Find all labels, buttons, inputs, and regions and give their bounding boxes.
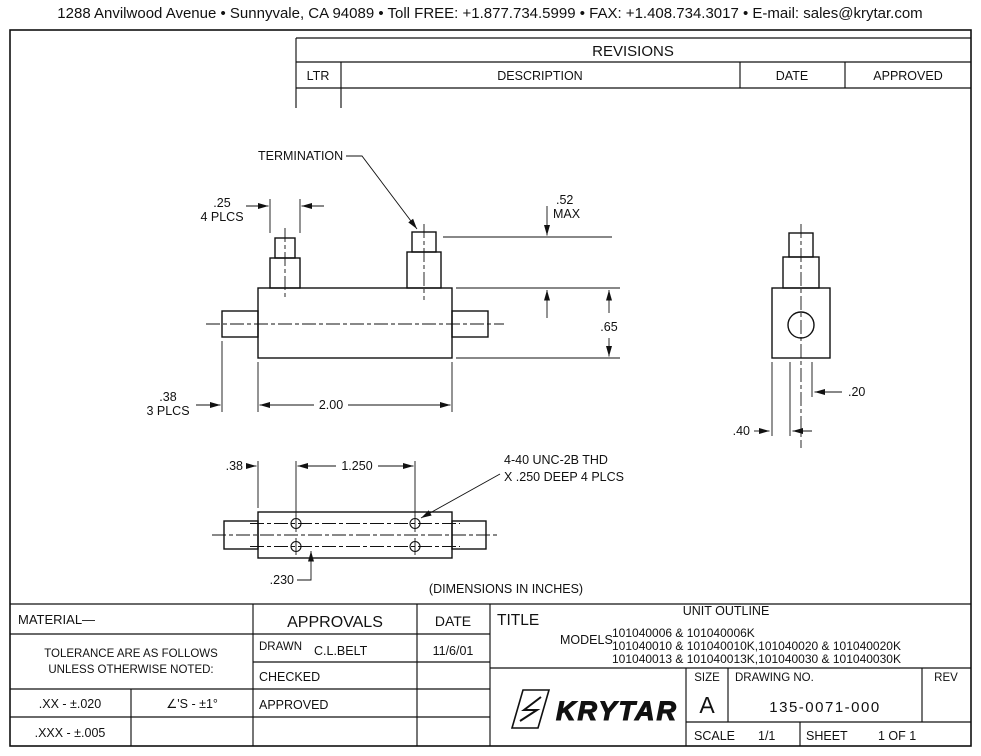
- units-note: (DIMENSIONS IN INCHES): [429, 582, 583, 596]
- sheet-value: 1 OF 1: [878, 729, 916, 743]
- drawing-no-label: DRAWING NO.: [735, 672, 814, 684]
- tolerance-note-line2: UNLESS OTHERWISE NOTED:: [48, 664, 213, 676]
- models-line1: 101040006 & 101040006K: [612, 626, 755, 640]
- dim-side-left: .40: [733, 424, 750, 438]
- rev-label: REV: [934, 672, 958, 684]
- revisions-col-ltr: LTR: [307, 69, 330, 83]
- material-label: MATERIAL—: [18, 612, 95, 627]
- size-label: SIZE: [694, 672, 720, 684]
- tolerance-xxx: .XXX - ±.005: [35, 726, 106, 740]
- unit-outline-title: UNIT OUTLINE: [683, 604, 770, 618]
- checked-label: CHECKED: [259, 670, 320, 684]
- tolerance-note-line1: TOLERANCE ARE AS FOLLOWS: [44, 648, 218, 660]
- krytar-logo-arrow-icon: [519, 696, 542, 722]
- scale-value: 1/1: [758, 729, 775, 743]
- dim-stub-length-note: 3 PLCS: [146, 404, 189, 418]
- dim-connector-width: .25: [213, 196, 230, 210]
- dim-hole-spacing: 1.250: [341, 459, 372, 473]
- dim-body-height: .65: [600, 320, 617, 334]
- revisions-col-date: DATE: [776, 69, 808, 83]
- scale-label: SCALE: [694, 729, 735, 743]
- revisions-table: REVISIONS LTR DESCRIPTION DATE APPROVED: [295, 37, 971, 108]
- revisions-col-description: DESCRIPTION: [497, 69, 582, 83]
- date-header: DATE: [435, 613, 471, 629]
- side-view: .20 .40: [733, 224, 865, 448]
- tolerance-xx: .XX - ±.020: [39, 697, 101, 711]
- termination-label: TERMINATION: [258, 149, 343, 163]
- title-label: TITLE: [497, 612, 539, 629]
- tolerance-angle: ∠'S - ±1°: [166, 697, 218, 711]
- front-view: .25 4 PLCS TERMINATION .52 MAX .65 2.00 …: [146, 149, 620, 418]
- krytar-logo: KRYTAR: [510, 689, 678, 729]
- dim-body-length: 2.00: [319, 398, 343, 412]
- dim-termination-height-note: MAX: [553, 207, 581, 221]
- letterhead-address: 1288 Anvilwood Avenue • Sunnyvale, CA 94…: [57, 5, 922, 22]
- drawn-label: DRAWN: [259, 641, 302, 653]
- revisions-title: REVISIONS: [592, 43, 674, 60]
- brand-name: KRYTAR: [556, 696, 678, 726]
- revisions-col-approved: APPROVED: [873, 69, 942, 83]
- sheet-label: SHEET: [806, 729, 848, 743]
- models-line2: 101040010 & 101040010K,101040020 & 10104…: [612, 639, 901, 653]
- title-block: MATERIAL— TOLERANCE ARE AS FOLLOWS UNLES…: [10, 603, 971, 746]
- models-line3: 101040013 & 101040013K,101040030 & 10104…: [612, 652, 901, 666]
- dim-stub-length: .38: [159, 390, 176, 404]
- thread-callout-line2: X .250 DEEP 4 PLCS: [504, 470, 624, 484]
- bottom-view: .38 1.250 4-40 UNC-2B THD X .250 DEEP 4 …: [212, 453, 624, 596]
- thread-callout-line1: 4-40 UNC-2B THD: [504, 453, 608, 467]
- krytar-logo-icon: [510, 689, 551, 729]
- dim-hole-rows: .230: [270, 573, 294, 587]
- approvals-header: APPROVALS: [287, 614, 383, 631]
- models-label: MODELS: [560, 633, 613, 647]
- dim-hole-edge: .38: [226, 459, 243, 473]
- dim-side-right: .20: [848, 385, 865, 399]
- coupler-body: [257, 287, 453, 359]
- dim-termination-height: .52: [556, 193, 573, 207]
- size-value: A: [699, 692, 715, 718]
- drawn-date: 11/6/01: [433, 644, 474, 658]
- approved-label: APPROVED: [259, 698, 328, 712]
- drawn-by: C.L.BELT: [314, 644, 368, 658]
- dim-connector-width-note: 4 PLCS: [200, 210, 243, 224]
- drawing-no-value: 135-0071-000: [769, 699, 880, 716]
